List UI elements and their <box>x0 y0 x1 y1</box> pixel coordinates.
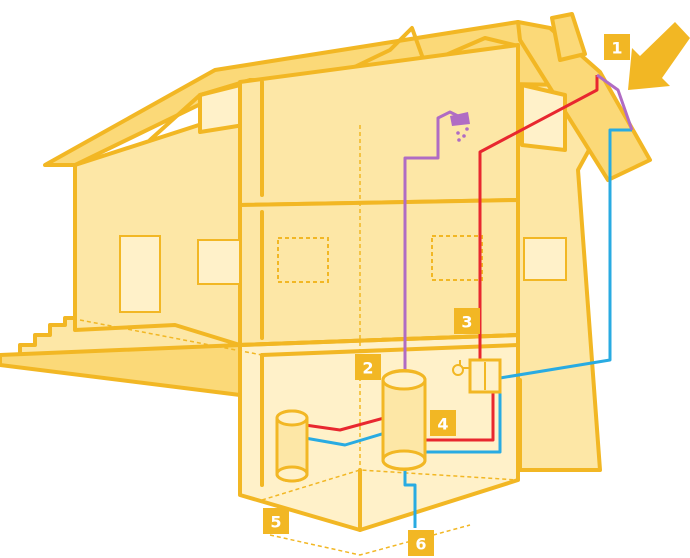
storage-tank-bottom <box>381 449 427 471</box>
drinking-pipe-collector <box>596 73 634 131</box>
label-text-2: 2 <box>362 359 373 378</box>
label-badge-2: 2 <box>355 354 381 380</box>
windows <box>119 235 567 313</box>
window-hidden-left <box>277 237 329 283</box>
gauge-icon <box>452 364 464 376</box>
hidden-line-bottom <box>269 524 471 556</box>
shower-drop <box>465 127 469 131</box>
hidden-line-porch <box>79 319 263 356</box>
storage-tank-top <box>381 369 427 391</box>
front-door <box>119 235 161 313</box>
secondary-tank-bottom <box>275 465 309 483</box>
label-badge-4: 4 <box>430 410 456 436</box>
label-text-5: 5 <box>270 513 281 532</box>
cold-pipe-exchanger <box>425 390 502 454</box>
supply-pipe-ground <box>403 470 417 528</box>
hot-pipe-exchanger <box>425 390 495 442</box>
label-badge-5: 5 <box>263 508 289 534</box>
window-side <box>523 237 567 281</box>
chimney <box>550 12 587 62</box>
shower-drop <box>462 134 466 138</box>
equipment <box>275 358 502 483</box>
label-text-4: 4 <box>437 415 448 434</box>
label-text-3: 3 <box>461 313 472 332</box>
drinking-pipe-shower <box>403 110 463 372</box>
porch <box>0 343 242 397</box>
label-badge-1: 1 <box>604 34 630 60</box>
shower-head <box>450 112 470 126</box>
label-badge-6: 6 <box>408 530 434 556</box>
label-badge-3: 3 <box>454 308 480 334</box>
shower-drop <box>457 138 461 142</box>
label-text-1: 1 <box>611 39 622 58</box>
hot-pipe-storage-link <box>304 413 396 432</box>
floor-line <box>238 333 520 347</box>
shower-drop <box>456 131 460 135</box>
cold-pipe-return <box>499 128 632 380</box>
cold-pipe-storage-link <box>304 428 396 447</box>
shower-icon <box>450 112 470 142</box>
house-roof-right <box>516 20 652 182</box>
window-hidden-right <box>431 235 483 281</box>
sun-arrow-shape <box>628 22 690 90</box>
window-front <box>197 239 241 285</box>
sun-arrow-icon <box>628 22 690 90</box>
secondary-tank-top <box>275 409 309 427</box>
basement-ceiling <box>260 343 520 357</box>
label-text-6: 6 <box>415 535 426 554</box>
